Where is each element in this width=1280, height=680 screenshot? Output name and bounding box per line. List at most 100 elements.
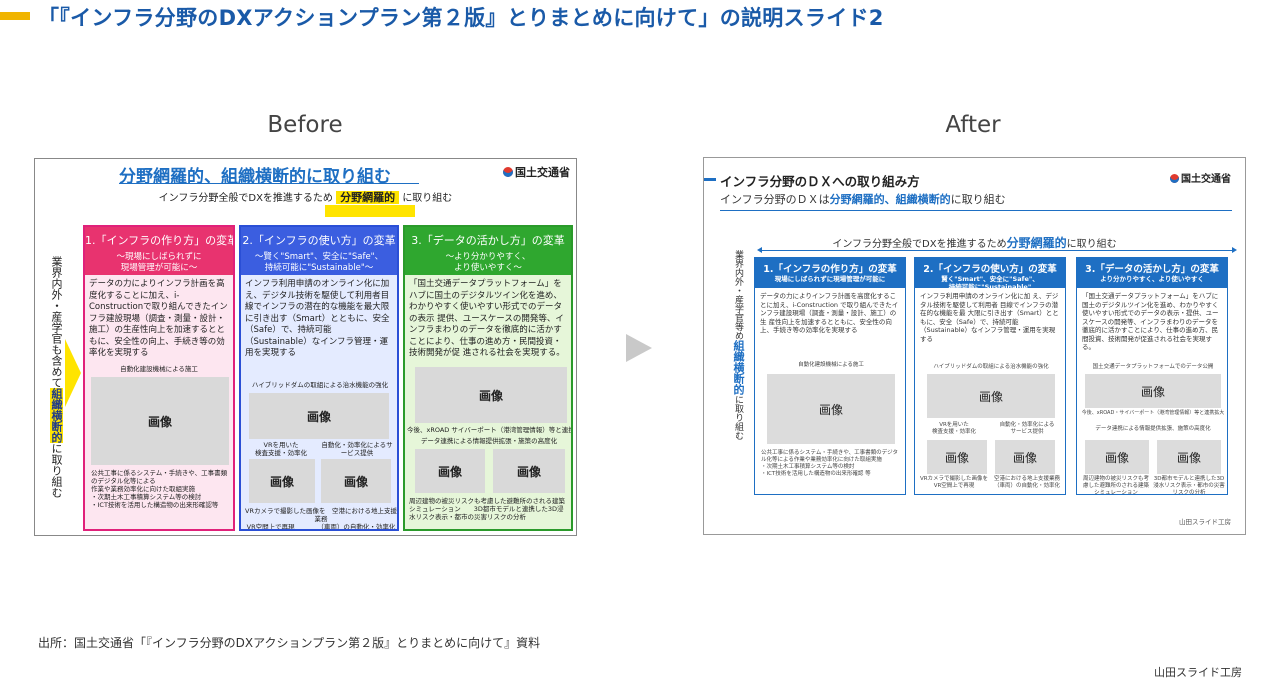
before-vertical-label: 業界内外・産学官も含めて組織横断的に取り組む	[41, 227, 63, 527]
image-placeholder: 画像	[927, 440, 987, 474]
before-column-2: 2.「インフラの使い方」の変革 ～賢く"Smart"、安全に"Safe"、 持続…	[239, 225, 399, 531]
down-arrow-band	[325, 205, 415, 217]
after-slide: インフラ分野のＤＸへの取り組み方 国土交通省 インフラ分野のＤＸは分野網羅的、組…	[703, 157, 1246, 535]
before-slide-title: 分野網羅的、組織横断的に取り組む	[119, 167, 391, 187]
column-header: 1.「インフラの作り方」の変革 現場にしばられずに現場管理が可能に	[755, 258, 905, 288]
before-slide: 分野網羅的、組織横断的に取り組む 国土交通省 インフラ分野全般でDXを推進するた…	[34, 158, 577, 536]
image-caption: 今後、xROAD サイバーポート（港湾管理情報）等と連携拡大	[407, 426, 573, 434]
column-body: 「国土交通データプラットフォーム」をハブに国土のデジタルツイン化を進め、わかりや…	[409, 279, 565, 358]
column-subtitle: ～賢く"Smart"、安全に"Safe"、 持続可能に"Sustainable"…	[254, 252, 384, 273]
image-caption: VRを用いた 検査支援・効率化	[255, 441, 307, 457]
column-body: 「国土交通データプラットフォーム」をハブに国土のデジタルツイン化を進め、わかりや…	[1082, 292, 1219, 351]
ministry-logo-text: 国土交通省	[515, 166, 570, 179]
vertical-label-bottom: に取り組む	[733, 395, 743, 440]
image-caption: 自動化・効率化による サービス提供	[999, 422, 1055, 435]
column-subtitle: 賢く"Smart"、安全に"Safe"、 持続可能に"Sustainable"	[941, 275, 1039, 291]
title-accent-bar	[0, 12, 30, 20]
after-column-1: 1.「インフラの作り方」の変革 現場にしばられずに現場管理が可能に データの力に…	[754, 257, 906, 495]
vertical-label-bottom: に取り組む	[50, 443, 63, 498]
subheading-suffix: に取り組む	[950, 193, 1006, 206]
column-header: 3.「データの活かし方」の変革 ～より分かりやすく、 より使いやすく～	[405, 227, 571, 275]
image-caption: 自動化建設機械による施工	[798, 362, 864, 368]
before-label: Before	[267, 112, 343, 138]
title-underline	[119, 183, 419, 184]
image-placeholder: 画像	[249, 459, 315, 503]
column-header: 3.「データの活かし方」の変革 より分かりやすく、より使いやすく	[1077, 258, 1227, 288]
column-title: 3.「データの活かし方」の変革	[411, 234, 565, 247]
column-subtitle: ～より分かりやすく、 より使いやすく～	[445, 252, 531, 273]
title-accent-bar	[704, 178, 716, 181]
after-label: After	[945, 112, 1001, 138]
column-note: 空港における地上支援業務（車両）の自動化・効率化	[993, 476, 1060, 489]
image-placeholder: 画像	[249, 393, 389, 439]
image-placeholder: 画像	[493, 449, 565, 493]
mid-heading-prefix: インフラ分野全般でDXを推進するため	[832, 239, 1007, 250]
column-note: 周辺建物の被災リスクも考慮した避難所のされる建築シミュレーション	[1082, 476, 1149, 495]
ministry-logo: 国土交通省	[1170, 170, 1231, 185]
after-vertical-label: 業界内外・産学官等め組織横断的に取り組む	[728, 250, 745, 440]
vertical-label-top: 業界内外・産学官等め	[733, 250, 743, 340]
before-to-after-arrow-icon	[626, 334, 652, 362]
subheading-emphasis: 分野網羅的、組織横断的	[829, 193, 951, 206]
footer-logo: 山田スライド工房	[1154, 666, 1242, 679]
column-body: インフラ利用申請のオンライン化に加え、デジタル技術を駆使して利用者目線でインフラ…	[245, 279, 390, 358]
subheading-prefix: インフラ分野全般でDXを推進するため	[158, 193, 333, 204]
column-title: 1.「インフラの作り方」の変革	[85, 234, 235, 247]
column-body: インフラ利用申請のオンライン化に加 え、デジタル技術を駆使して利用者 目線でイン…	[920, 292, 1059, 343]
after-slide-title: インフラ分野のＤＸへの取り組み方	[720, 174, 920, 189]
vertical-label-emphasis: 組織横断的	[732, 340, 745, 395]
right-arrow-icon	[65, 339, 81, 407]
image-caption: 今後、xROAD・サイバーポート（港湾管理情報）等と連携拡大	[1081, 410, 1225, 416]
page-title: 「『インフラ分野のDXアクションプラン第２版』とりまとめに向けて」の説明スライド…	[38, 6, 884, 30]
ministry-logo-icon	[1170, 174, 1179, 183]
image-placeholder: 画像	[415, 449, 485, 493]
image-placeholder: 画像	[995, 440, 1055, 474]
subheading-suffix: に取り組む	[402, 193, 453, 204]
image-caption: データ連携による情報提供拡張・施策の高度化	[420, 437, 558, 445]
column-header: 2.「インフラの使い方」の変革 賢く"Smart"、安全に"Safe"、 持続可…	[915, 258, 1065, 291]
vertical-label-emphasis: 組織横断的	[50, 388, 63, 443]
column-title: 2.「インフラの使い方」の変革	[923, 264, 1057, 275]
after-column-2: 2.「インフラの使い方」の変革 賢く"Smart"、安全に"Safe"、 持続可…	[914, 257, 1066, 495]
image-caption: ハイブリッドダムの取組による治水機能の強化	[251, 381, 389, 389]
image-placeholder: 画像	[91, 377, 229, 465]
column-note: 周辺建物の被災リスクも考慮した避難所のされる建築シミュレーション 3D都市モデル…	[409, 497, 565, 521]
image-caption: データ連携による情報提供拡張、施策の高度化	[1095, 426, 1211, 432]
mid-heading-suffix: に取り組む	[1066, 239, 1117, 250]
horizontal-double-arrow-icon	[757, 247, 1237, 253]
column-subtitle: 現場にしばられずに現場管理が可能に	[774, 275, 886, 283]
ministry-logo-text: 国土交通省	[1181, 174, 1231, 185]
column-note: VRカメラで撮影した画像をVR空間上で再現	[919, 476, 989, 489]
before-column-1: 1.「インフラの作り方」の変革 ～現場にしばられずに 現場管理が可能に～ データ…	[83, 225, 235, 531]
column-title: 3.「データの活かし方」の変革	[1085, 264, 1219, 275]
column-title: 2.「インフラの使い方」の変革	[242, 234, 396, 247]
vertical-label-top: 業界内外・産学官も含めて	[50, 256, 63, 388]
image-placeholder: 画像	[1085, 440, 1149, 474]
column-note: 3D都市モデルと連携した3D浸水リスク表示・都市の災害リスクの分析	[1153, 476, 1225, 495]
image-placeholder: 画像	[927, 374, 1055, 418]
source-citation: 出所：国土交通省「『インフラ分野のDXアクションプラン第２版』とりまとめに向けて…	[38, 636, 541, 650]
image-caption: 自動化建設機械による施工	[120, 365, 198, 373]
column-title: 1.「インフラの作り方」の変革	[763, 264, 897, 275]
column-subtitle: より分かりやすく、より使いやすく	[1100, 275, 1204, 283]
after-column-3: 3.「データの活かし方」の変革 より分かりやすく、より使いやすく 「国土交通デー…	[1076, 257, 1228, 495]
image-placeholder: 画像	[1085, 374, 1221, 408]
after-mid-heading: インフラ分野全般でDXを推進するため分野網羅的に取り組む	[704, 234, 1245, 251]
subheading-prefix: インフラ分野のＤＸは	[720, 193, 830, 206]
page-header: 「『インフラ分野のDXアクションプラン第２版』とりまとめに向けて」の説明スライド…	[0, 0, 1280, 32]
image-placeholder: 画像	[415, 367, 567, 423]
column-body: データの力によりインフラ計画を高度化することに加え、i-Construction…	[89, 279, 228, 358]
after-slide-footer: 山田スライド工房	[1179, 518, 1231, 526]
image-placeholder: 画像	[321, 459, 391, 503]
column-header: 1.「インフラの作り方」の変革 ～現場にしばられずに 現場管理が可能に～	[85, 227, 233, 275]
before-slide-header: 分野網羅的、組織横断的に取り組む 国土交通省	[35, 159, 576, 187]
mid-heading-emphasis: 分野網羅的	[1006, 236, 1067, 250]
before-subheading: インフラ分野全般でDXを推進するため 分野網羅的 に取り組む	[35, 189, 576, 205]
image-caption: ハイブリッドダムの取組による治水機能の強化	[933, 364, 1049, 370]
after-subheading: インフラ分野のＤＸは分野網羅的、組織横断的に取り組む	[720, 191, 1006, 207]
image-placeholder: 画像	[767, 374, 895, 444]
image-caption: 国土交通データプラットフォームでのデータ公開	[1092, 364, 1214, 370]
image-caption: 自動化・効率化によるサービス提供	[321, 441, 393, 457]
divider-line	[720, 210, 1232, 211]
image-caption: VRを用いた 検査支援・効率化	[931, 422, 976, 435]
